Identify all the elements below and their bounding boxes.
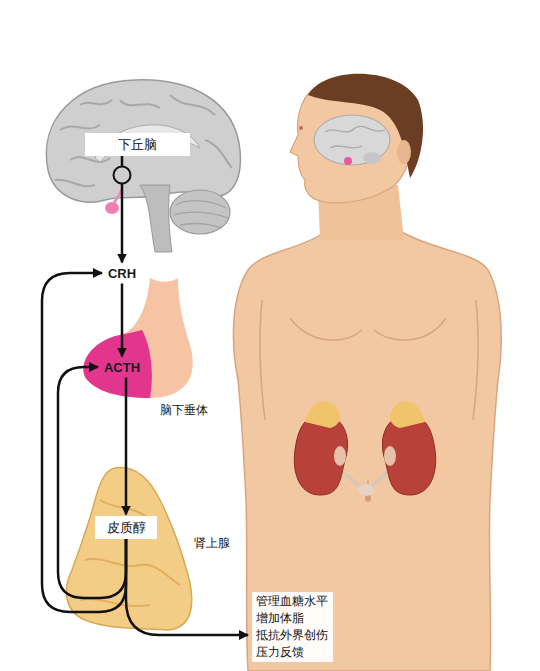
hormone-label: ACTH: [101, 359, 143, 376]
human-figure: [325, 126, 385, 148]
region-label-box: 下丘脑: [85, 133, 190, 156]
kidney-illustration: [358, 484, 374, 496]
arrow-connector: [126, 539, 248, 636]
human-figure: [233, 74, 501, 671]
hormone-label: CRH: [105, 265, 139, 282]
brain-illustration: [140, 185, 172, 252]
pituitary-illustration: [83, 278, 192, 398]
arrow-connector: [125, 378, 128, 515]
human-figure: [308, 74, 423, 178]
node-text: ACTH: [103, 360, 141, 375]
node-text: CRH: [107, 266, 137, 281]
kidney-illustration: [370, 470, 390, 488]
brain-illustration: [46, 80, 240, 252]
human-figure: [314, 115, 390, 165]
human-figure: [363, 152, 381, 164]
arrow-connector: [42, 273, 126, 612]
kidney-illustration: [340, 470, 362, 488]
arrow-connector: [58, 367, 126, 598]
human-figure: [233, 232, 501, 671]
node-text: 皮质醇: [103, 520, 149, 535]
pituitary-illustration: [83, 278, 192, 398]
hypothalamus-marker: [114, 167, 131, 184]
effect-list: 管理血糖水平增加体脂抵抗外界创伤压力反馈: [252, 592, 333, 662]
kidney-illustration: [305, 401, 340, 428]
kidney-illustration: [384, 446, 396, 466]
brain-illustration: [105, 202, 119, 214]
human-figure: [397, 140, 411, 164]
brain-illustration: [55, 95, 232, 186]
human-figure: [299, 126, 303, 130]
node-text: 管理血糖水平: [256, 593, 329, 610]
kidney-illustration: [294, 415, 347, 495]
human-figure: [260, 300, 478, 496]
human-figure: [344, 157, 352, 165]
adrenal-gland-illustration: [80, 500, 180, 606]
kidney-illustration: [382, 401, 435, 495]
arrow-connector: [121, 284, 124, 357]
brain-illustration: [174, 201, 228, 228]
adrenal-gland-illustration: [66, 468, 191, 630]
organ-label: 脑下垂体: [160, 403, 208, 418]
kidney-illustration: [334, 446, 346, 466]
adrenal-gland-illustration: [66, 468, 191, 630]
kidney-illustration: [390, 401, 425, 428]
brain-illustration: [46, 80, 240, 202]
node-text: 增加体脂: [256, 610, 329, 627]
pituitary-illustration: [83, 330, 152, 398]
node-text: 下丘脑: [93, 137, 182, 152]
kidney-illustration: [294, 401, 435, 496]
kidney-illustration: [382, 415, 435, 495]
brain-illustration: [170, 190, 230, 234]
organ-label: 肾上腺: [194, 536, 230, 551]
node-text: 抵抗外界创伤: [256, 627, 329, 644]
node-text: 压力反馈: [256, 644, 329, 661]
hormone-box: 皮质醇: [95, 516, 157, 539]
